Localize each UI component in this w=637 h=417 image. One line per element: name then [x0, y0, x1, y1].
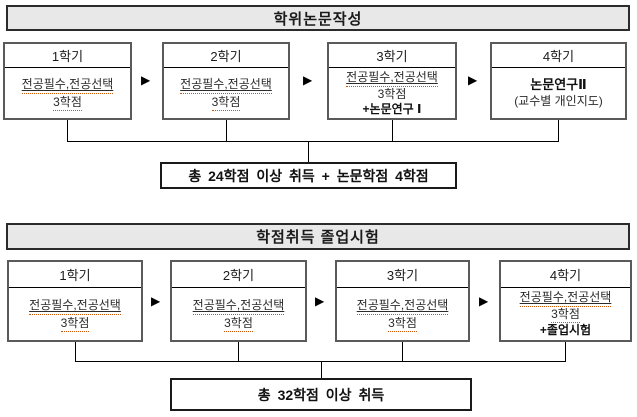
semester-label: 2학기: [172, 262, 305, 288]
arrow-right-icon: ▶: [468, 73, 478, 87]
credits-line: 3학점: [377, 86, 407, 101]
arrow-right-icon: ▶: [303, 73, 313, 87]
semester-label: 3학기: [337, 262, 468, 288]
semester-label: 1학기: [5, 44, 130, 68]
connector-line: [75, 361, 566, 362]
credits-line: 3학점: [224, 315, 253, 332]
course-line: 전공필수,전공선택: [180, 76, 272, 94]
course-line: 전공필수,전공선택: [21, 76, 114, 94]
semester-label: 4학기: [492, 44, 625, 68]
semester-box-s1-1: 1학기 전공필수,전공선택 3학점: [3, 42, 132, 120]
connector-line: [558, 120, 559, 141]
semester-label: 4학기: [501, 262, 630, 288]
arrow-right-icon: ▶: [315, 294, 325, 308]
section1-summary-box: 총 24학점 이상 취득 + 논문학점 4학점: [160, 162, 457, 189]
course-line: 전공필수,전공선택: [356, 297, 449, 315]
course-line: 전공필수,전공선택: [519, 290, 612, 307]
section2-title-bar: 학점취득 졸업시험: [6, 223, 630, 250]
section1-title-bar: 학위논문작성: [6, 5, 630, 31]
section2-summary-text: 총 32학점 이상 취득: [257, 386, 385, 403]
course-line: 전공필수,전공선택: [29, 297, 121, 315]
semester-box-s1-2: 2학기 전공필수,전공선택 3학점: [162, 42, 290, 120]
course-line: 전공필수,전공선택: [192, 297, 285, 315]
connector-line: [67, 141, 559, 142]
connector-line: [308, 141, 309, 162]
credits-line: 3학점: [211, 94, 241, 111]
credits-line: 3학점: [388, 315, 417, 332]
connector-line: [238, 342, 239, 361]
connector-line: [226, 120, 227, 141]
section2-title: 학점취득 졸업시험: [256, 229, 380, 246]
semester-label: 2학기: [164, 44, 288, 68]
semester-box-s1-4: 4학기 논문연구Ⅱ (교수별 개인지도): [490, 42, 627, 120]
connector-line: [392, 120, 393, 141]
thesis-research1-line: +논문연구 Ⅰ: [362, 101, 422, 116]
section2-summary-box: 총 32학점 이상 취득: [170, 378, 472, 411]
arrow-right-icon: ▶: [151, 294, 161, 308]
guidance-line: (교수별 개인지도): [514, 94, 603, 108]
course-line: 전공필수,전공선택: [346, 70, 438, 87]
arrow-right-icon: ▶: [479, 294, 489, 308]
graduation-exam-line: +졸업시험: [539, 323, 592, 337]
credits-line: 3학점: [53, 94, 82, 111]
semester-box-s1-3: 3학기 전공필수,전공선택 3학점 +논문연구 Ⅰ: [327, 42, 457, 120]
credits-line: 3학점: [60, 315, 90, 332]
connector-line: [321, 361, 322, 378]
connector-line: [67, 120, 68, 141]
semester-box-s2-4: 4학기 전공필수,전공선택 3학점 +졸업시험: [499, 260, 632, 342]
section1-summary-text: 총 24학점 이상 취득 + 논문학점 4학점: [188, 167, 429, 184]
semester-box-s2-3: 3학기 전공필수,전공선택 3학점: [335, 260, 470, 342]
connector-line: [75, 342, 76, 361]
connector-line: [402, 342, 403, 361]
thesis-research2-line: 논문연구Ⅱ: [530, 77, 587, 92]
connector-line: [565, 342, 566, 361]
arrow-right-icon: ▶: [141, 73, 151, 87]
semester-label: 1학기: [9, 262, 141, 288]
semester-box-s2-2: 2학기 전공필수,전공선택 3학점: [170, 260, 307, 342]
credits-line: 3학점: [551, 307, 580, 323]
section1-title: 학위논문작성: [273, 10, 363, 28]
semester-label: 3학기: [329, 44, 455, 68]
semester-box-s2-1: 1학기 전공필수,전공선택 3학점: [7, 260, 143, 342]
